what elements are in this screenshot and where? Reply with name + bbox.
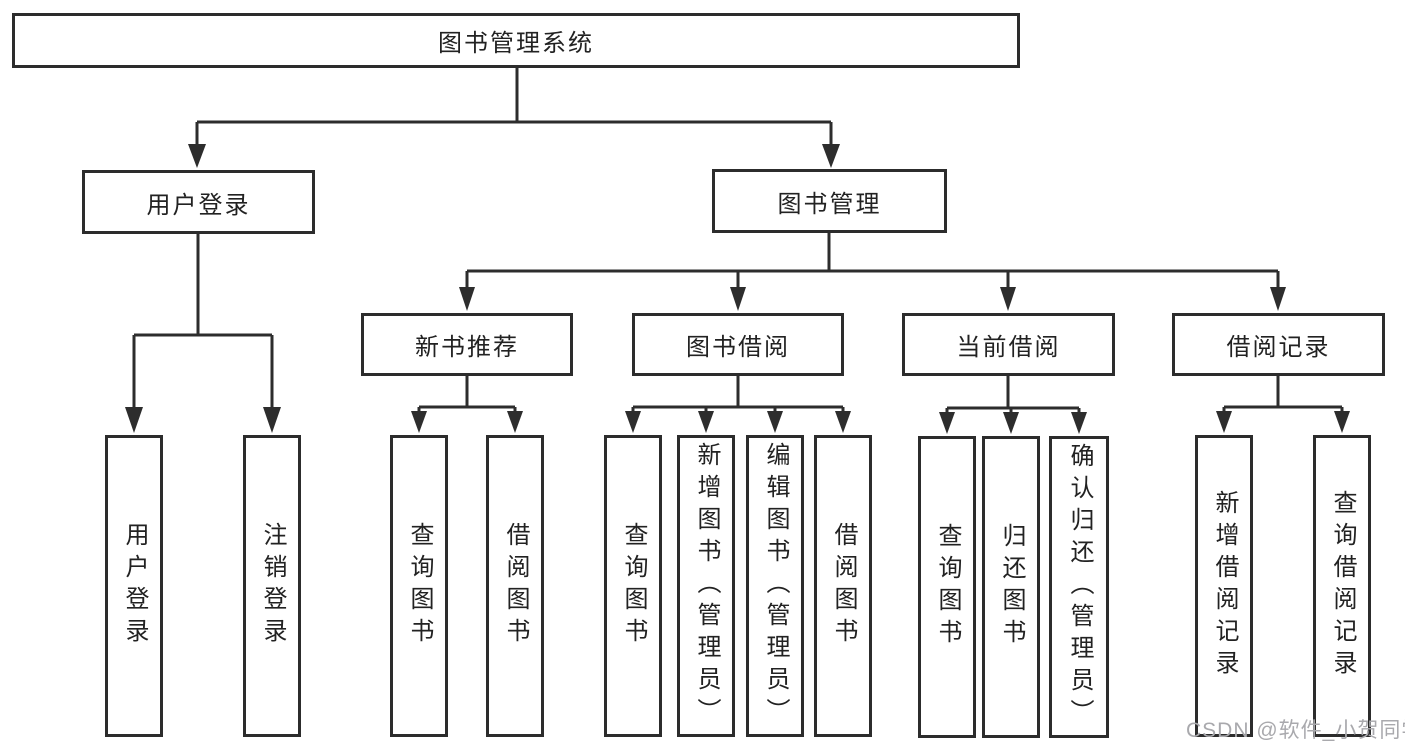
connector-book-management-to-level3 bbox=[459, 233, 1286, 311]
leaf-add-books-admin: 新增图书（管理员） bbox=[677, 435, 735, 737]
leaf-return-books: 归还图书 bbox=[982, 436, 1040, 738]
node-system-root: 图书管理系统 bbox=[12, 13, 1020, 68]
leaf-query-books-current: 查询图书 bbox=[918, 436, 976, 738]
leaf-query-books-recommend: 查询图书 bbox=[390, 435, 448, 737]
leaf-borrow-books: 借阅图书 bbox=[814, 435, 872, 737]
leaf-confirm-return-admin: 确认归还（管理员） bbox=[1049, 436, 1109, 738]
node-user-login: 用户登录 bbox=[82, 170, 315, 234]
csdn-watermark: CSDN @软件_小贺同学 bbox=[1186, 719, 1405, 742]
leaf-user-login: 用户登录 bbox=[105, 435, 163, 737]
connector-user-login-to-leaves bbox=[125, 234, 281, 433]
leaf-add-borrow-record: 新增借阅记录 bbox=[1195, 435, 1253, 737]
leaf-logout: 注销登录 bbox=[243, 435, 301, 737]
node-book-management: 图书管理 bbox=[712, 169, 947, 233]
node-new-book-recommendation: 新书推荐 bbox=[361, 313, 573, 376]
node-book-borrowing: 图书借阅 bbox=[632, 313, 844, 376]
node-current-borrowing: 当前借阅 bbox=[902, 313, 1115, 376]
connector-current-borrowing-to-leaves bbox=[939, 376, 1087, 434]
leaf-query-borrow-record: 查询借阅记录 bbox=[1313, 435, 1371, 737]
connector-root-to-level2 bbox=[188, 68, 840, 168]
connector-book-borrowing-to-leaves bbox=[625, 376, 851, 433]
leaf-query-books-borrowing: 查询图书 bbox=[604, 435, 662, 737]
connector-borrowing-records-to-leaves bbox=[1216, 376, 1350, 433]
leaf-borrow-books-recommend: 借阅图书 bbox=[486, 435, 544, 737]
leaf-edit-books-admin: 编辑图书（管理员） bbox=[746, 435, 804, 737]
node-borrowing-records: 借阅记录 bbox=[1172, 313, 1385, 376]
connector-new-book-to-leaves bbox=[411, 376, 523, 433]
